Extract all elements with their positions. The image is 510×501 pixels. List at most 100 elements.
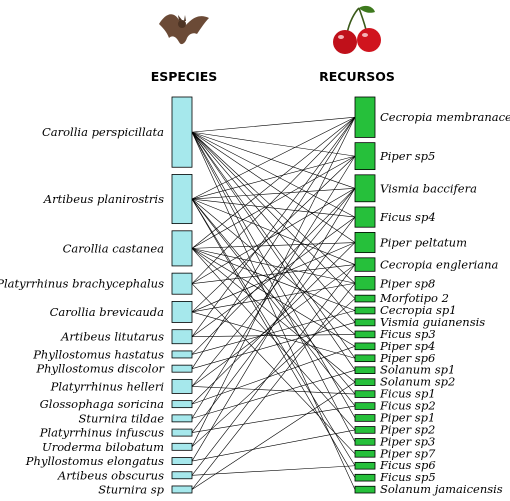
species-label: Platyrrhinus brachycephalus [0, 277, 164, 291]
resource-box [354, 354, 376, 363]
species-box [171, 350, 193, 359]
species-label: Sturnira sp [98, 482, 164, 496]
interaction-link [191, 116, 356, 133]
species-label: Artibeus planirostris [43, 192, 164, 206]
interaction-link [191, 282, 356, 313]
species-box [171, 400, 193, 409]
resource-label: Ficus sp2 [379, 399, 436, 413]
resource-box [354, 206, 376, 228]
interaction-link [191, 248, 356, 284]
species-label: Phyllostomus elongatus [25, 454, 164, 468]
species-box [171, 301, 193, 323]
resource-label: Piper sp8 [379, 276, 435, 290]
resource-label: Piper sp5 [379, 149, 435, 163]
interaction-link [191, 198, 356, 407]
interaction-link [191, 386, 356, 395]
resource-label: Ficus sp3 [379, 327, 436, 341]
resource-box [354, 342, 376, 351]
interaction-link [191, 264, 356, 284]
species-header: ESPECIES [151, 69, 218, 84]
species-box [171, 230, 193, 267]
interaction-link [191, 198, 356, 218]
species-label: Artibeus obscurus [57, 468, 164, 482]
interaction-link [191, 198, 356, 265]
interaction-link [191, 117, 356, 337]
interaction-link [191, 381, 356, 490]
resource-label: Vismia baccifera [380, 181, 477, 195]
bat-icon [159, 14, 209, 45]
interaction-link [191, 155, 356, 200]
species-box [171, 96, 193, 168]
species-box [171, 485, 193, 494]
interaction-link [191, 198, 356, 335]
interaction-link [191, 465, 356, 476]
species-label: Carollia castanea [63, 241, 165, 255]
interaction-link [191, 429, 356, 462]
resource-label: Ficus sp1 [379, 387, 436, 401]
interaction-link [191, 283, 356, 490]
interaction-link [191, 242, 356, 249]
resource-box [354, 174, 376, 203]
interaction-link [191, 131, 356, 371]
interaction-link [191, 298, 356, 448]
species-label: Artibeus litutarus [60, 330, 164, 344]
resource-label: Ficus sp6 [379, 458, 436, 472]
resource-label: Piper sp6 [379, 351, 435, 365]
species-box [171, 471, 193, 480]
species-box [171, 442, 193, 451]
resource-box [354, 485, 376, 494]
species-box [171, 378, 193, 394]
interaction-link [191, 264, 356, 387]
resource-box [354, 276, 376, 291]
resource-label: Solanum sp2 [380, 375, 455, 389]
interaction-link [191, 117, 356, 369]
resource-box [354, 473, 376, 482]
resource-box [354, 414, 376, 422]
interaction-link [191, 322, 356, 369]
resource-box [354, 232, 376, 254]
interaction-link [191, 187, 356, 200]
resource-box [354, 438, 376, 446]
interaction-link [191, 248, 356, 383]
resource-box [354, 142, 376, 171]
interaction-link [191, 117, 356, 284]
species-label: Phyllostomus discolor [35, 362, 165, 376]
species-box [171, 414, 193, 423]
interaction-link [191, 131, 356, 157]
resource-label: Solanum sp1 [380, 363, 455, 377]
resource-box [354, 257, 376, 272]
resource-label: Ficus sp5 [379, 470, 436, 484]
interaction-link [191, 131, 356, 189]
resource-label: Cecropia sp1 [380, 303, 457, 317]
interaction-link [191, 155, 356, 419]
interaction-link [191, 334, 356, 338]
interaction-link [191, 283, 356, 455]
species-label: Glossophaga soricina [40, 397, 165, 411]
resource-label: Piper sp4 [379, 339, 435, 353]
resource-label: Cecropia membranacea [380, 110, 510, 124]
resource-box [354, 378, 376, 386]
resource-box [354, 390, 376, 398]
interaction-links [191, 116, 356, 490]
resource-box [354, 450, 376, 458]
species-label: Carollia perspicillata [42, 125, 164, 139]
resource-box [354, 426, 376, 434]
interaction-link [191, 311, 356, 359]
species-label: Uroderma bilobatum [42, 440, 164, 454]
interaction-link [191, 116, 356, 200]
resource-label: Piper sp3 [379, 434, 435, 448]
interaction-link [191, 155, 356, 313]
interaction-link [191, 188, 356, 462]
resource-box [354, 366, 376, 374]
resource-box [354, 306, 376, 315]
cherry-icon [333, 5, 381, 54]
interaction-link [191, 310, 356, 355]
interaction-link [191, 369, 356, 419]
resources-header: RECURSOS [319, 69, 395, 84]
interaction-link [191, 264, 356, 476]
species-box [171, 457, 193, 465]
resource-box [354, 402, 376, 410]
interaction-link [191, 248, 356, 431]
